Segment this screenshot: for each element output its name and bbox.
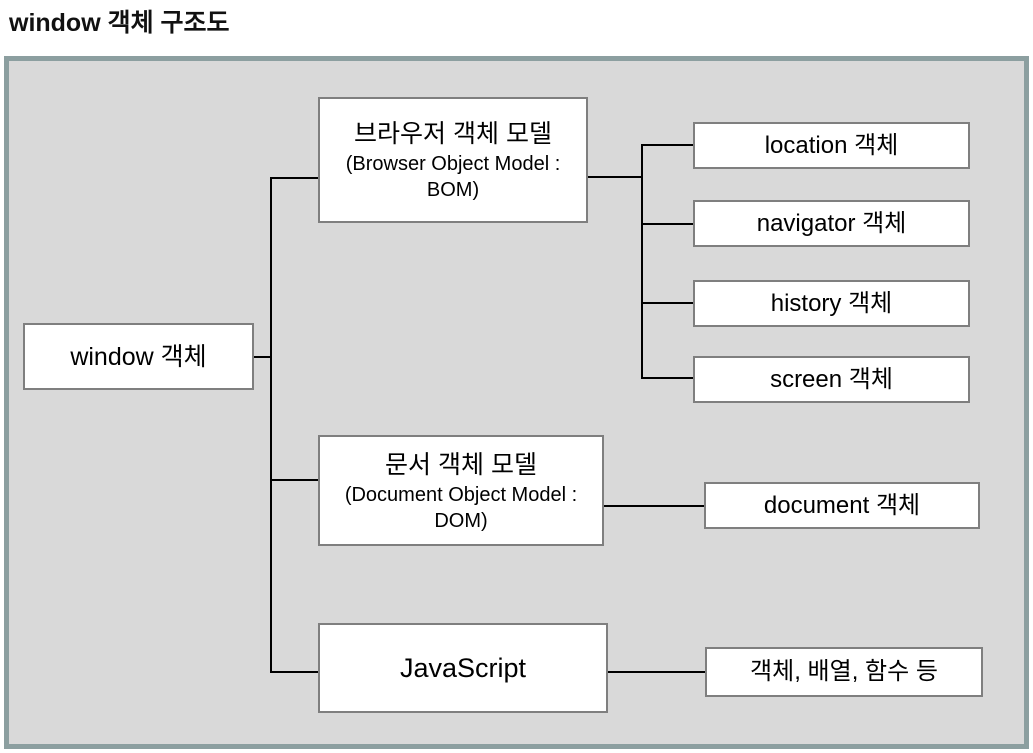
node-navigator-label: navigator 객체 [756,209,907,237]
page-title: window 객체 구조도 [9,9,230,37]
node-dom-label-en-1: (Document Object Model : [344,483,578,506]
node-bom-label-en-2: BOM) [426,179,480,201]
connector-bom-to-children [587,176,642,178]
node-screen-label: screen 객체 [770,365,893,393]
node-bom-label-ko: 브라우저 객체 모델 [354,120,552,148]
node-navigator-object: navigator 객체 [693,200,970,247]
node-location-object: location 객체 [693,122,970,169]
connector-branch-javascript [270,671,318,673]
connector-window-stub [253,356,272,358]
node-document-object-model: 문서 객체 모델 (Document Object Model : DOM) [318,435,604,546]
connector-branch-navigator [641,223,693,225]
connector-main-trunk [270,177,272,673]
node-history-object: history 객체 [693,280,970,327]
node-document-object: document 객체 [704,482,980,529]
node-js-contents-label: 객체, 배열, 함수 등 [750,658,938,685]
node-js-contents: 객체, 배열, 함수 등 [705,647,983,697]
node-document-label: document 객체 [763,491,921,519]
connector-bom-children-trunk [641,144,643,378]
node-dom-label-en-2: DOM) [434,509,488,532]
connector-branch-dom [270,479,318,481]
node-location-label: location 객체 [764,131,899,159]
connector-dom-to-document [603,505,704,507]
connector-js-to-contents [607,671,705,673]
node-bom-label-en-1: (Browser Object Model : [345,153,561,175]
connector-branch-history [641,302,693,304]
node-history-label: history 객체 [770,289,893,317]
node-screen-object: screen 객체 [693,356,970,403]
node-browser-object-model: 브라우저 객체 모델 (Browser Object Model : BOM) [318,97,588,223]
node-window-object: window 객체 [23,323,254,390]
connector-branch-bom [270,177,318,179]
connector-branch-screen [641,377,693,379]
node-window-label: window 객체 [70,342,207,371]
connector-branch-location [641,144,693,146]
node-dom-label-ko: 문서 객체 모델 [385,450,537,479]
node-javascript: JavaScript [318,623,608,713]
node-javascript-label: JavaScript [399,653,527,683]
